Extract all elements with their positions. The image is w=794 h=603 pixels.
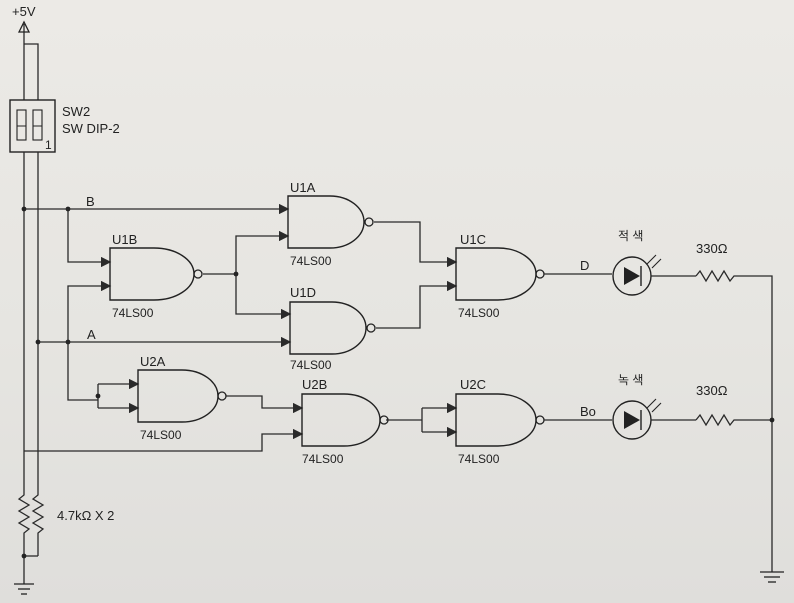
switch-part: SW DIP-2: [62, 121, 120, 136]
gate-u1b: [109, 247, 203, 301]
gate-u2c: [455, 393, 545, 447]
gate-ref-u2b: U2B: [302, 377, 327, 392]
gate-part-u1d: 74LS00: [290, 358, 332, 372]
gate-u2a: [137, 369, 227, 423]
switch-pin-label: 1: [45, 138, 52, 152]
gate-part-u1a: 74LS00: [290, 254, 332, 268]
vcc-wire: [24, 43, 39, 100]
gate-ref-u2a: U2A: [140, 354, 166, 369]
vcc-label: +5V: [12, 4, 36, 19]
led-red: [612, 254, 662, 296]
pulldown-label: 4.7kΩ X 2: [57, 508, 114, 523]
gate-u1c: [455, 247, 545, 301]
gate-u2b: [301, 393, 389, 447]
switch-ref: SW2: [62, 104, 90, 119]
resistor-r1-label: 330Ω: [696, 241, 728, 256]
gate-ref-u2c: U2C: [460, 377, 486, 392]
gate-part-u2c: 74LS00: [458, 452, 500, 466]
net-label-b: B: [86, 194, 95, 209]
pulldown-resistors: [17, 490, 45, 584]
led-green-label: 녹 색: [618, 373, 643, 387]
gate-part-u1c: 74LS00: [458, 306, 500, 320]
ground-symbol-left: [14, 583, 34, 595]
resistor-r2-label: 330Ω: [696, 383, 728, 398]
gate-part-u1b: 74LS00: [112, 306, 154, 320]
gate-part-u2a: 74LS00: [140, 428, 182, 442]
led-green: [612, 398, 662, 440]
ground-symbol-right: [760, 571, 784, 583]
resistor-r2: [695, 413, 772, 427]
gate-u1d: [289, 301, 376, 355]
vcc-symbol: +5V: [12, 4, 36, 44]
gate-u1a: [287, 195, 374, 249]
gate-ref-u1d: U1D: [290, 285, 316, 300]
gate-ref-u1b: U1B: [112, 232, 137, 247]
net-label-d: D: [580, 258, 589, 273]
dip-switch: 1: [9, 99, 56, 153]
gate-part-u2b: 74LS00: [302, 452, 344, 466]
led-red-label: 적 색: [618, 229, 643, 243]
gate-ref-u1c: U1C: [460, 232, 486, 247]
net-label-a: A: [87, 327, 96, 342]
net-label-bo: Bo: [580, 404, 596, 419]
gate-ref-u1a: U1A: [290, 180, 316, 195]
resistor-r1: [695, 269, 773, 572]
